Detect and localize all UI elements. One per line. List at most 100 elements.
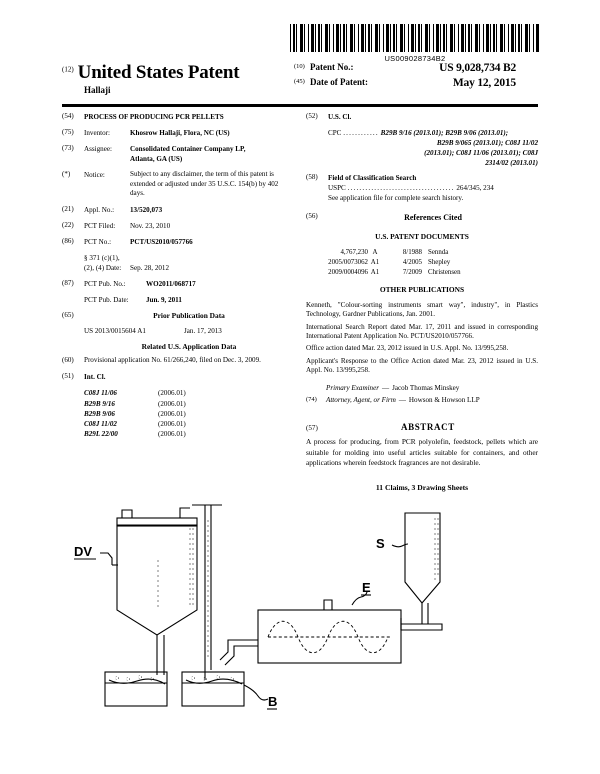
prior-pub-date: Jan. 17, 2013 bbox=[184, 326, 222, 335]
claims-drawings-line: 11 Claims, 3 Drawing Sheets bbox=[375, 483, 469, 492]
field-appl-no: (21) Appl. No.: 13/520,073 bbox=[62, 205, 294, 215]
table-row: 2005/0073062 A1 4/2005 Shepley bbox=[306, 258, 538, 268]
barcode-image bbox=[290, 24, 540, 52]
us-patent-documents-list: 4,767,230 A 8/1988 Sennda 2005/0073062 A… bbox=[306, 248, 538, 277]
field-pct-pub-label: PCT Pub. No.: bbox=[84, 280, 126, 289]
figure-svg: DV bbox=[74, 504, 443, 710]
field-pct-no: (86) PCT No.: PCT/US2010/057766 bbox=[62, 237, 294, 247]
field-371-value: Sep. 28, 2012 bbox=[130, 264, 170, 273]
cpc-dots: ............ bbox=[343, 129, 379, 138]
field-assignee-label: Assignee: bbox=[84, 145, 112, 154]
patent-date-label: Date of Patent: bbox=[310, 77, 368, 87]
field-appl-no-value: 13/520,073 bbox=[130, 205, 163, 214]
int-cl-version: (2006.01) bbox=[158, 419, 186, 428]
ref-name: Shepley bbox=[428, 259, 451, 267]
primary-examiner-row: Primary Examiner — Jacob Thomas Minskey bbox=[306, 383, 538, 393]
label-dv-leader bbox=[100, 552, 118, 566]
int-cl-version: (2006.01) bbox=[158, 389, 186, 398]
ref-number: 2009/0004096 bbox=[328, 268, 368, 276]
field-inventor: (75) Inventor: Khosrow Hallaji, Flora, N… bbox=[62, 128, 294, 138]
int-cl-row: C08J 11/06 (2006.01) bbox=[84, 388, 294, 398]
int-cl-row: C08J 11/02 (2006.01) bbox=[84, 419, 294, 429]
field-of-search-label: Field of Classification Search bbox=[328, 174, 417, 183]
label-b-leader bbox=[243, 684, 269, 701]
field-371-date: § 371 (c)(1), (2), (4) Date: Sep. 28, 20… bbox=[62, 253, 294, 273]
patent-number-value: US 9,028,734 B2 bbox=[439, 62, 516, 74]
field-pct-pub-date-label: PCT Pub. Date: bbox=[84, 296, 129, 305]
abstract-code: (57) bbox=[306, 423, 318, 432]
field-notice-code: (*) bbox=[62, 170, 71, 179]
bibliographic-right-column: (52) U.S. Cl. CPC ............ B29B 9/16… bbox=[306, 112, 538, 494]
field-us-cl-label: U.S. Cl. bbox=[328, 113, 352, 121]
int-cl-symbol: B29B 9/16 bbox=[84, 399, 115, 408]
list-item: Kenneth, "Colour-sorting instruments sma… bbox=[306, 300, 538, 319]
cpc-block: CPC ............ B29B 9/16 (2013.01); B2… bbox=[328, 128, 538, 168]
ref-kind: A bbox=[372, 249, 378, 257]
field-of-search-note: See application file for complete search… bbox=[328, 194, 464, 203]
figure-label-dv: DV bbox=[74, 544, 92, 559]
patent-date-value: May 12, 2015 bbox=[452, 77, 516, 89]
label-e-leader bbox=[351, 591, 368, 606]
field-provisional-code: (60) bbox=[62, 356, 74, 365]
field-title-text: PROCESS OF PRODUCING PCR PELLETS bbox=[84, 113, 224, 121]
hopper-s bbox=[400, 512, 443, 631]
field-371-line1: § 371 (c)(1), bbox=[84, 254, 120, 263]
int-cl-list: C08J 11/06 (2006.01) B29B 9/16 (2006.01)… bbox=[62, 388, 294, 438]
figure-label-e: E bbox=[362, 580, 371, 595]
int-cl-row: B29B 9/06 (2006.01) bbox=[84, 409, 294, 419]
field-pct-no-code: (86) bbox=[62, 237, 74, 246]
barcode-number: US009028734B2 bbox=[384, 54, 446, 63]
field-notice-text: Subject to any disclaimer, the term of t… bbox=[130, 170, 279, 198]
field-assignee-code: (73) bbox=[62, 144, 74, 153]
field-inventor-value: Khosrow Hallaji, Flora, NC (US) bbox=[130, 129, 230, 138]
attorney-label: Attorney, Agent, or Firm bbox=[326, 396, 396, 405]
field-assignee: (73) Assignee: Consolidated Container Co… bbox=[62, 144, 294, 164]
attorney-code: (74) bbox=[306, 396, 317, 404]
int-cl-symbol: B29B 9/06 bbox=[84, 409, 115, 418]
field-appl-no-code: (21) bbox=[62, 204, 74, 213]
field-pct-pub-code: (87) bbox=[62, 279, 74, 288]
field-title: (54) PROCESS OF PRODUCING PCR PELLETS bbox=[62, 112, 294, 122]
field-of-search-code: (58) bbox=[306, 173, 318, 182]
field-us-cl-code: (52) bbox=[306, 112, 318, 120]
examiner-block: Primary Examiner — Jacob Thomas Minskey … bbox=[306, 383, 538, 405]
attorney-dash: — bbox=[398, 396, 406, 405]
field-inventor-label: Inventor: bbox=[84, 129, 111, 138]
references-cited-code: (56) bbox=[306, 211, 318, 220]
int-cl-symbol: C08J 11/06 bbox=[84, 389, 117, 398]
field-appl-no-label: Appl. No.: bbox=[84, 205, 115, 214]
field-pct-pub-date-value: Jun. 9, 2011 bbox=[146, 296, 182, 305]
field-us-cl: (52) U.S. Cl. bbox=[306, 112, 538, 122]
header-divider bbox=[62, 104, 538, 107]
cpc-line-3: (2013.01); C08J 11/06 (2013.01); C08J bbox=[424, 149, 538, 158]
abstract-heading: ABSTRACT bbox=[401, 421, 455, 432]
ref-date: 4/2005 bbox=[402, 259, 422, 267]
extruder-barrel bbox=[257, 599, 402, 664]
header-right: (10) Patent No.: US 9,028,734 B2 (45) Da… bbox=[294, 62, 538, 92]
ref-kind: A1 bbox=[370, 259, 380, 267]
field-pct-no-label: PCT No.: bbox=[84, 238, 112, 247]
int-cl-version: (2006.01) bbox=[158, 429, 186, 438]
field-of-search-uspc-value: 264/345, 234 bbox=[456, 184, 494, 193]
field-notice-label: Notice: bbox=[84, 171, 105, 180]
field-pct-filed: (22) PCT Filed: Nov. 23, 2010 bbox=[62, 221, 294, 231]
ref-date: 7/2009 bbox=[402, 268, 422, 276]
riser-pipe bbox=[192, 504, 222, 680]
field-provisional-text: Provisional application No. 61/266,240, … bbox=[84, 356, 261, 365]
related-application-heading: Related U.S. Application Data bbox=[141, 341, 237, 351]
abstract-text: A process for producing, from PCR polyol… bbox=[306, 437, 538, 468]
cpc-line-1: B29B 9/16 (2013.01); B29B 9/06 (2013.01)… bbox=[380, 129, 509, 138]
figure-label-s: S bbox=[376, 536, 385, 551]
ref-kind: A1 bbox=[370, 268, 380, 276]
int-cl-row: B29L 22/00 (2006.01) bbox=[84, 429, 294, 439]
page-title: United States Patent bbox=[77, 62, 240, 83]
cpc-prefix: CPC bbox=[328, 129, 342, 138]
int-cl-symbol: B29L 22/00 bbox=[84, 429, 118, 438]
table-row: 2009/0004096 A1 7/2009 Christensen bbox=[306, 268, 538, 278]
bin-left bbox=[104, 671, 168, 707]
header-inventor-surname: Hallaji bbox=[84, 85, 111, 95]
int-cl-row: B29B 9/16 (2006.01) bbox=[84, 399, 294, 409]
other-publications-heading: OTHER PUBLICATIONS bbox=[379, 285, 465, 295]
hopper-dv bbox=[116, 507, 198, 675]
